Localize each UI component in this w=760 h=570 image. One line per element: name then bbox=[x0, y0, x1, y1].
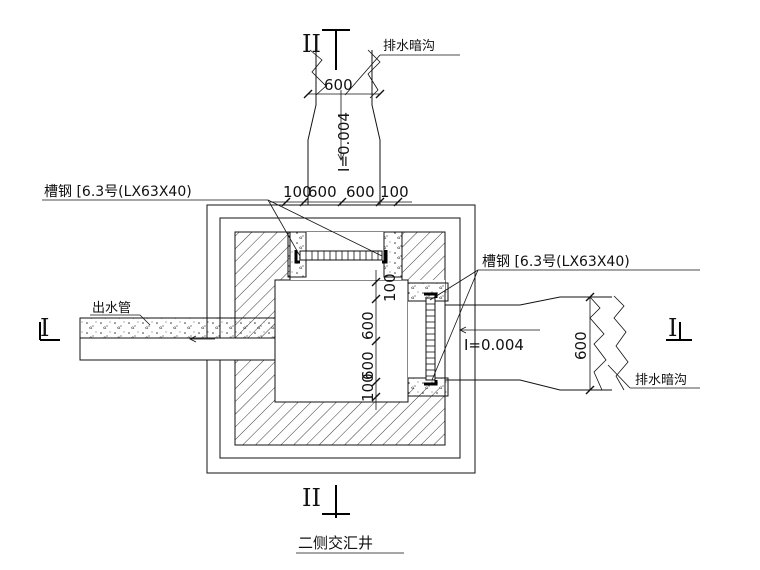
dim-right-col-1: 100 bbox=[381, 273, 399, 302]
section-label-top: II bbox=[302, 30, 321, 58]
channel-steel-label-right: 槽钢 [6.3号(LX63X40) bbox=[482, 254, 630, 270]
section-marker-top bbox=[322, 29, 350, 70]
drain-label-right: 排水暗沟 bbox=[635, 373, 687, 388]
outlet-pipe-label: 出水管 bbox=[92, 301, 131, 316]
slope-arrow-top bbox=[337, 90, 345, 161]
top-drain-channel bbox=[307, 49, 381, 205]
section-label-left: I bbox=[40, 314, 49, 342]
slope-label-top: I=0.004 bbox=[335, 112, 353, 172]
dim-top-row-4: 100 bbox=[380, 183, 409, 201]
inner-cavity-outline bbox=[274, 232, 446, 403]
dim-top-width: 600 bbox=[324, 76, 353, 94]
dim-top-row-3: 600 bbox=[346, 183, 375, 201]
grate-top bbox=[294, 250, 388, 264]
drain-label-top: 排水暗沟 bbox=[383, 39, 435, 54]
grate-right bbox=[424, 292, 438, 386]
dimension-lines bbox=[270, 89, 595, 410]
outlet-pipe bbox=[79, 317, 276, 361]
section-label-right: I bbox=[668, 314, 677, 342]
concrete-blocks-right bbox=[407, 282, 449, 397]
section-marker-bottom bbox=[322, 485, 350, 518]
section-label-bottom: II bbox=[302, 484, 321, 512]
dim-top-row-1: 100 bbox=[283, 183, 312, 201]
slope-label-right: I=0.004 bbox=[464, 336, 524, 354]
section-marker-left bbox=[39, 322, 60, 341]
dim-right-col-4: 100 bbox=[359, 373, 377, 402]
drawing-title: 二侧交汇井 bbox=[298, 534, 373, 552]
dim-right-col-3: 600 bbox=[359, 351, 377, 380]
channel-steel-label-top: 槽钢 [6.3号(LX63X40) bbox=[44, 184, 192, 200]
right-drain-channel bbox=[445, 295, 629, 391]
section-marker-right bbox=[666, 322, 692, 341]
dim-top-row-2: 600 bbox=[308, 183, 337, 201]
dim-right-col-2: 600 bbox=[359, 311, 377, 340]
dim-right-width: 600 bbox=[572, 331, 590, 360]
leader-lines bbox=[42, 54, 700, 389]
slope-arrow-right bbox=[459, 326, 540, 334]
